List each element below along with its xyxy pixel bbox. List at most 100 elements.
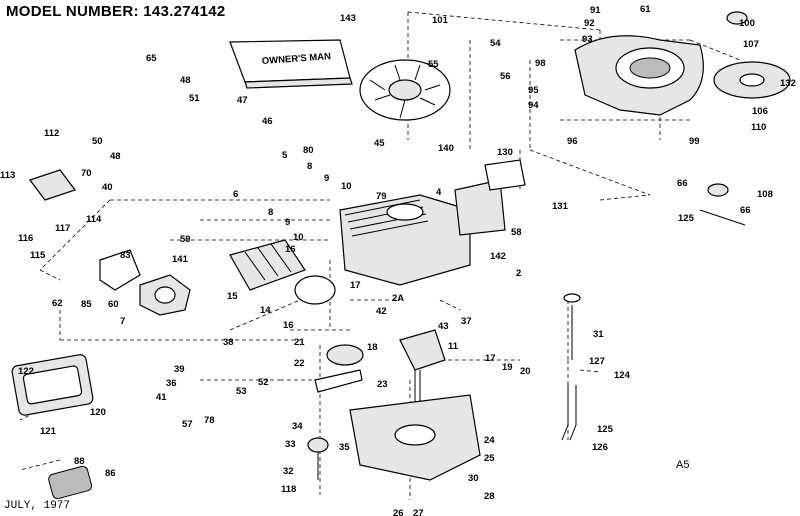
muffler-plate-illustration — [22, 365, 83, 405]
diagram-code: A5 — [676, 459, 690, 471]
callout-108: 108 — [757, 189, 773, 200]
callout-8a: 8 — [307, 161, 312, 172]
callout-21: 21 — [294, 337, 305, 348]
assembly-line — [567, 300, 601, 440]
callout-11: 11 — [448, 341, 459, 352]
assembly-line — [39, 199, 330, 281]
callout-28: 28 — [484, 491, 495, 502]
intake-elbow-illustration — [99, 249, 141, 291]
diagram-artwork: OWNER'S MAN — [11, 11, 791, 500]
callout-20: 20 — [520, 366, 531, 377]
callout-115: 115 — [30, 250, 46, 261]
model-number-label: MODEL NUMBER: — [6, 3, 139, 20]
fuel-line-illustration — [699, 209, 746, 226]
callout-36: 36 — [166, 378, 177, 389]
callout-124: 124 — [614, 370, 631, 381]
callout-78: 78 — [204, 415, 215, 426]
callout-66a: 66 — [677, 178, 688, 189]
callout-10a: 10 — [341, 181, 352, 192]
callout-142: 142 — [490, 251, 506, 262]
fuel-cap-illustration — [707, 183, 729, 197]
carburetor-throat-illustration — [154, 286, 176, 304]
callout-38: 38 — [223, 337, 234, 348]
callout-51: 51 — [189, 93, 200, 104]
callout-8b: 8 — [268, 207, 273, 218]
callout-32: 32 — [283, 466, 294, 477]
cam-gear-illustration — [307, 437, 329, 453]
cylinder-fins-illustration — [344, 199, 429, 237]
callout-54: 54 — [490, 38, 501, 49]
callout-15: 15 — [227, 291, 238, 302]
callout-27: 27 — [413, 508, 424, 516]
air-filter-duct-illustration — [229, 239, 306, 291]
flywheel-fins-illustration — [369, 64, 441, 119]
callout-16a: 16 — [285, 244, 296, 255]
callout-125a: 125 — [678, 213, 695, 224]
callout-101: 101 — [432, 15, 449, 26]
callout-106: 106 — [752, 106, 768, 117]
callout-117: 117 — [55, 223, 70, 234]
callout-55: 55 — [428, 59, 439, 70]
crankshaft-illustration — [399, 329, 446, 371]
callout-121: 121 — [40, 426, 57, 437]
callout-86: 86 — [105, 468, 116, 479]
callout-33: 33 — [285, 439, 296, 450]
callout-79: 79 — [376, 191, 387, 202]
owners-manual-edge-illustration — [244, 77, 353, 89]
callout-112: 112 — [44, 128, 59, 139]
callout-95: 95 — [528, 85, 539, 96]
callout-45: 45 — [374, 138, 385, 149]
callout-35: 35 — [339, 442, 350, 453]
air-filter-element-illustration — [294, 275, 336, 305]
callout-92: 92 — [584, 18, 595, 29]
callout-52: 52 — [258, 377, 269, 388]
callout-114: 114 — [86, 214, 102, 225]
recoil-starter-hub-illustration — [739, 73, 765, 87]
callout-58: 58 — [511, 227, 522, 238]
callout-110: 110 — [751, 122, 766, 133]
callout-107: 107 — [743, 39, 759, 50]
callout-10b: 10 — [293, 232, 304, 243]
callout-18: 18 — [367, 342, 378, 353]
callout-2A: 2A — [392, 293, 404, 304]
callout-4: 4 — [436, 187, 442, 198]
callout-56: 56 — [500, 71, 511, 82]
callout-120: 120 — [90, 407, 106, 418]
callout-80: 80 — [303, 145, 314, 156]
callout-48a: 48 — [180, 75, 191, 86]
cylinder-shroud-illustration — [454, 179, 506, 236]
blower-housing-inner-illustration — [629, 57, 671, 79]
callout-25: 25 — [484, 453, 495, 464]
dipstick-cap-illustration — [563, 293, 581, 303]
callout-23: 23 — [377, 379, 388, 390]
callout-59: 59 — [180, 234, 191, 245]
callout-9a: 9 — [324, 173, 329, 184]
callout-131: 131 — [552, 201, 569, 212]
callout-43: 43 — [438, 321, 449, 332]
callout-91: 91 — [590, 5, 601, 16]
callout-61: 61 — [640, 4, 651, 15]
callout-47: 47 — [237, 95, 248, 106]
callout-143: 143 — [340, 13, 356, 24]
callout-50: 50 — [92, 136, 103, 147]
callout-31: 31 — [593, 329, 604, 340]
piston-illustration — [326, 344, 364, 366]
callout-34: 34 — [292, 421, 303, 432]
callout-93: 93 — [582, 34, 593, 45]
callout-118: 118 — [281, 484, 296, 495]
callout-94: 94 — [528, 100, 539, 111]
callout-5: 5 — [282, 150, 288, 161]
callout-132: 132 — [780, 78, 796, 89]
callout-40: 40 — [102, 182, 113, 193]
callout-30: 30 — [468, 473, 479, 484]
callout-16b: 16 — [283, 320, 294, 331]
connecting-rod-illustration — [314, 369, 363, 393]
baffle-illustration — [484, 159, 526, 191]
assembly-line — [19, 379, 340, 471]
control-bracket-illustration — [29, 169, 76, 201]
callout-19: 19 — [502, 362, 513, 373]
callout-66b: 66 — [740, 205, 751, 216]
spark-arrestor-illustration — [48, 465, 93, 500]
